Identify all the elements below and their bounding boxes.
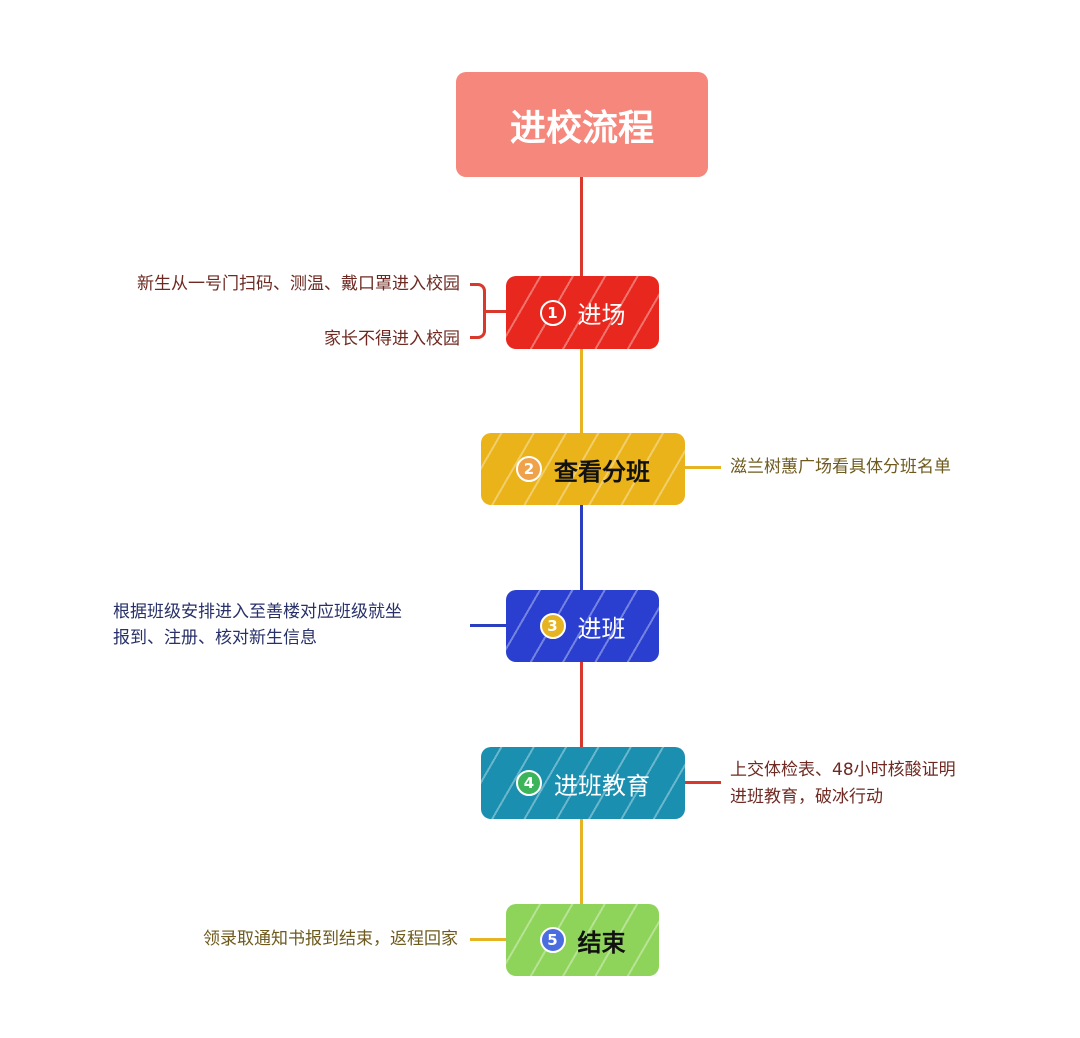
bracket-stem-step1 [486,310,506,313]
step-1-note: 新生从一号门扫码、测温、戴口罩进入校园 [137,274,460,294]
step-4-note: 进班教育，破冰行动 [730,787,883,807]
step-1-note: 家长不得进入校园 [324,329,460,349]
branch-step3 [470,624,506,627]
step-number-badge: 1 [539,299,566,326]
step-number-badge: 5 [539,927,566,953]
step-3-note: 根据班级安排进入至善楼对应班级就坐 [113,602,402,622]
step-1-node: 1 进场 [506,276,659,349]
step-label: 查看分班 [554,457,650,486]
connector-step1-step2 [580,349,583,434]
step-5-node: 5 结束 [506,904,659,976]
branch-step5 [470,938,506,941]
step-number-badge: 4 [516,770,542,796]
step-4-node: 4 进班教育 [481,747,685,819]
step-number-badge: 3 [539,613,566,639]
step-3-note: 报到、注册、核对新生信息 [113,628,317,648]
connector-step3-step4 [580,662,583,748]
connector-step4-step5 [580,819,583,905]
step-label: 进班 [577,614,626,643]
step-3-node: 3 进班 [506,590,659,662]
step-2-note: 滋兰树蕙广场看具体分班名单 [730,457,951,477]
step-label: 进班教育 [554,771,650,800]
step-label: 结束 [577,928,626,957]
branch-step2 [685,466,721,469]
step-number-badge: 2 [516,456,542,482]
bracket-step1 [470,283,486,339]
connector-title-step1 [580,177,583,277]
flow-title: 进校流程 [456,72,708,177]
step-2-node: 2 查看分班 [481,433,685,505]
step-label: 进场 [577,301,626,329]
step-5-note: 领录取通知书报到结束，返程回家 [203,929,458,949]
connector-step2-step3 [580,505,583,591]
step-4-note: 上交体检表、48小时核酸证明 [730,760,956,780]
branch-step4 [685,781,721,784]
